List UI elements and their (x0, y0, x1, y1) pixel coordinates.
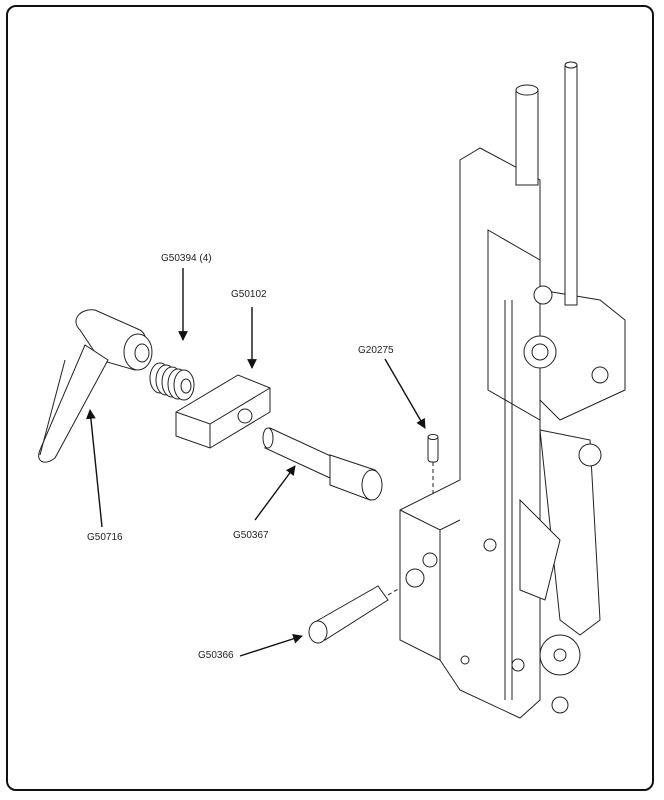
leader-g50367 (254, 465, 296, 521)
leader-g20275 (384, 358, 426, 429)
callout-label-handle: G50716 (87, 532, 123, 543)
thread-spring-part (149, 362, 195, 401)
lower-pin-part (308, 581, 411, 644)
clamp-handle-part (38, 309, 153, 463)
callout-label-block: G50102 (231, 289, 267, 300)
leader-g50716 (86, 409, 103, 528)
upper-pin-part (262, 427, 383, 501)
callout-label-lower-pin: G50366 (198, 650, 234, 661)
callout-label-small-pin: G20275 (358, 345, 394, 356)
callout-label-spring: G50394 (4) (161, 253, 212, 264)
block-part (175, 374, 271, 449)
callout-label-upper-pin: G50367 (233, 530, 269, 541)
leader-g50366 (239, 634, 303, 657)
main-machine-assembly (399, 61, 626, 719)
